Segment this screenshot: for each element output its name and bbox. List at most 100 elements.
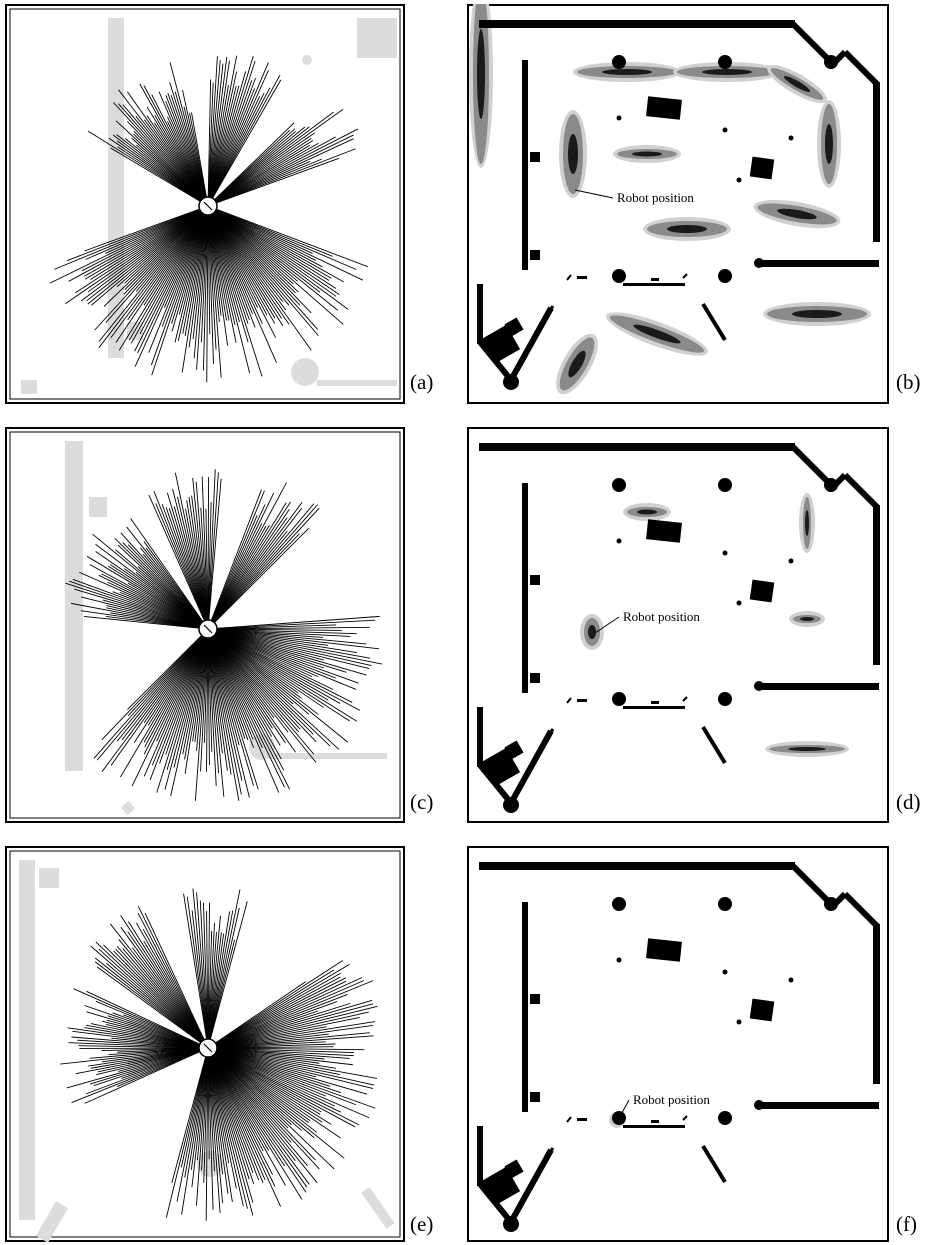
pillar xyxy=(718,897,732,911)
table xyxy=(750,580,775,603)
small-post xyxy=(789,559,794,564)
small-post xyxy=(737,601,742,606)
map-panel-b: Robot position xyxy=(467,4,889,404)
pillar xyxy=(612,55,626,69)
obstacle-block xyxy=(121,801,135,815)
pillar xyxy=(824,478,838,492)
door-block xyxy=(530,994,540,1004)
table xyxy=(646,938,682,961)
obstacle-post xyxy=(291,358,319,386)
panel-label-e: (e) xyxy=(410,1212,433,1237)
small-post xyxy=(723,970,728,975)
belief-peak xyxy=(667,225,707,233)
small-post xyxy=(723,551,728,556)
table xyxy=(646,96,682,119)
laser-beam xyxy=(208,491,264,629)
obstacle-bar xyxy=(317,380,397,386)
laser-beam xyxy=(208,981,346,1048)
panel-label-a: (a) xyxy=(410,370,433,395)
laser-beam xyxy=(208,973,341,1048)
panel-label-d: (d) xyxy=(896,790,921,815)
lower-barrier-mark xyxy=(651,701,659,704)
small-mark xyxy=(577,1118,587,1121)
panel-b: Robot position xyxy=(467,4,889,404)
left-inner-wall xyxy=(522,483,528,693)
laser-beam xyxy=(111,629,208,765)
door-block xyxy=(530,250,540,260)
obstacle-bar xyxy=(267,753,387,759)
pillar xyxy=(718,55,732,69)
door-block xyxy=(530,1092,540,1102)
slanted-bar xyxy=(703,727,725,763)
laser-beam xyxy=(208,477,209,629)
laser-beam xyxy=(208,504,314,629)
belief-peak xyxy=(602,69,652,75)
lower-barrier-mark xyxy=(651,1120,659,1123)
laser-beam xyxy=(97,629,208,760)
diagonal-wall xyxy=(845,52,877,84)
lower-barrier xyxy=(623,706,685,709)
right-wall xyxy=(873,82,880,242)
pillar xyxy=(503,1216,519,1232)
laser-beam xyxy=(208,469,215,629)
obstacle-block xyxy=(39,868,59,888)
small-post xyxy=(737,1020,742,1025)
map-panel-f: Robot position xyxy=(467,846,889,1242)
pillar xyxy=(718,692,732,706)
scan-panel-c xyxy=(5,427,405,823)
panel-label-c: (c) xyxy=(410,790,433,815)
small-post xyxy=(617,539,622,544)
scan-panel-e xyxy=(5,846,405,1242)
pillar xyxy=(612,478,626,492)
small-mark xyxy=(577,276,587,279)
laser-beam xyxy=(97,967,208,1048)
belief-peak xyxy=(568,134,578,174)
laser-beam xyxy=(208,503,286,629)
belief-peak xyxy=(477,29,485,119)
pillar xyxy=(754,1100,764,1110)
obstacle-block xyxy=(357,18,397,58)
slanted-bar xyxy=(703,304,725,340)
annotation-leader xyxy=(575,190,613,198)
right-wall xyxy=(873,505,880,665)
lower-barrier xyxy=(623,283,685,286)
panel-label-b: (b) xyxy=(896,370,921,395)
pillar xyxy=(824,55,838,69)
laser-beam xyxy=(208,206,311,350)
table xyxy=(750,157,775,180)
right-wall xyxy=(873,924,880,1084)
small-post xyxy=(789,136,794,141)
pillar xyxy=(612,692,626,706)
small-post xyxy=(617,958,622,963)
small-mark xyxy=(567,698,571,703)
table xyxy=(646,519,682,542)
obstacle-block xyxy=(21,380,37,394)
laser-beam xyxy=(208,505,318,629)
lower-right-wall xyxy=(757,1102,879,1109)
diagonal-wall xyxy=(845,894,877,926)
left-outer-wall xyxy=(477,707,483,767)
lower-barrier-mark xyxy=(651,278,659,281)
small-mark xyxy=(683,1116,687,1120)
scan-panel-a xyxy=(5,4,405,404)
laser-beam xyxy=(208,889,240,1048)
panel-a xyxy=(5,4,405,404)
laser-beam xyxy=(138,906,208,1048)
lower-right-wall xyxy=(757,260,879,267)
obstacle-wall xyxy=(65,441,83,771)
pillar xyxy=(503,797,519,813)
pillar xyxy=(824,897,838,911)
pillar xyxy=(612,897,626,911)
small-mark xyxy=(683,697,687,701)
table xyxy=(750,999,775,1022)
obstacle-post xyxy=(302,55,312,65)
left-inner-wall xyxy=(522,60,528,270)
belief-peak xyxy=(825,124,833,164)
top-wall xyxy=(479,20,795,28)
left-outer-wall xyxy=(477,284,483,344)
robot-position-label: Robot position xyxy=(633,1092,710,1107)
lower-right-wall xyxy=(757,683,879,690)
belief-peak xyxy=(588,625,596,639)
slanted-bar xyxy=(703,1146,725,1182)
belief-peak xyxy=(702,69,752,75)
